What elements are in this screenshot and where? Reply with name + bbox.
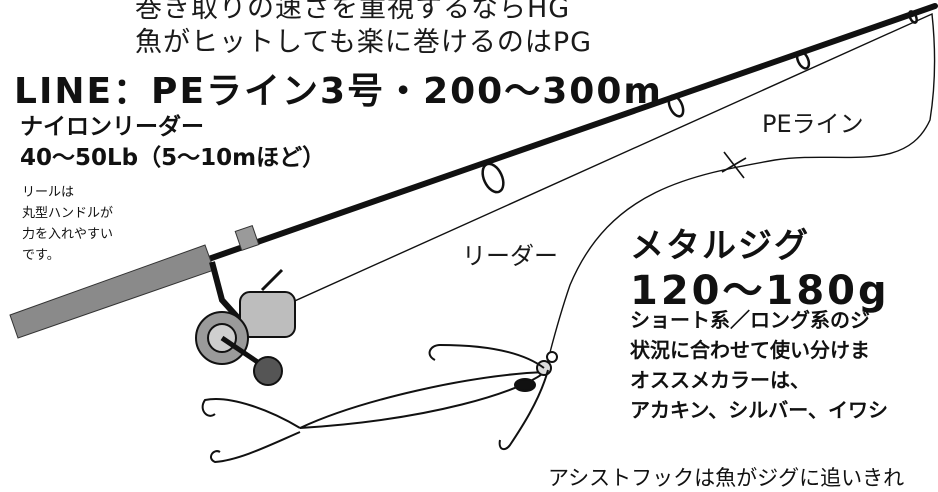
spinning-reel	[195, 261, 296, 386]
line-knot-mark	[721, 151, 747, 179]
reel-gear-note-line-1: 巻き取りの速さを重視するならHG	[135, 0, 571, 24]
jig-name: メタルジグ	[630, 226, 810, 266]
leader-label: リーダー	[462, 242, 558, 270]
assist-hook-note: アシストフックは魚がジグに追いきれ	[548, 466, 905, 490]
jig-note-line-3: オススメカラーは、	[630, 368, 810, 392]
reel-note-line-2: 丸型ハンドルが	[22, 206, 114, 221]
rod-blank	[197, 3, 938, 265]
pe-line-label: PEライン	[762, 110, 864, 138]
reel-seat	[234, 224, 260, 252]
jig-note-line-2: 状況に合わせて使い分けま	[630, 338, 870, 362]
leader-spec: ナイロンリーダー 40〜50Lb（5〜10mほど）	[20, 112, 325, 174]
reel-note-line-3: 力を入れやすい	[22, 227, 114, 242]
metal-jig	[201, 343, 558, 464]
reel-gear-note-line-2: 魚がヒットしても楽に巻けるのはPG	[135, 27, 593, 58]
reel-handle-note: リールは 丸型ハンドルが 力を入れやすい です。	[22, 182, 113, 266]
jig-note-line-1: ショート系／ロング系のジ	[630, 308, 870, 332]
pe-line	[247, 12, 936, 361]
jig-weight: 120〜180g	[630, 268, 890, 314]
line-spec-title: LINE：PEライン3号・200〜300m	[14, 71, 663, 112]
jig-note-line-4: アカキン、シルバー、イワシ	[630, 398, 888, 422]
reel-note-line-4: です。	[22, 248, 60, 263]
jig-notes: ショート系／ロング系のジ 状況に合わせて使い分けま オススメカラーは、 アカキン…	[630, 305, 888, 425]
reel-note-line-1: リールは	[22, 185, 75, 200]
rod-guides	[481, 10, 918, 194]
leader-spec-line-1: ナイロンリーダー	[20, 114, 204, 140]
leader-spec-line-2: 40〜50Lb（5〜10mほど）	[20, 145, 326, 171]
